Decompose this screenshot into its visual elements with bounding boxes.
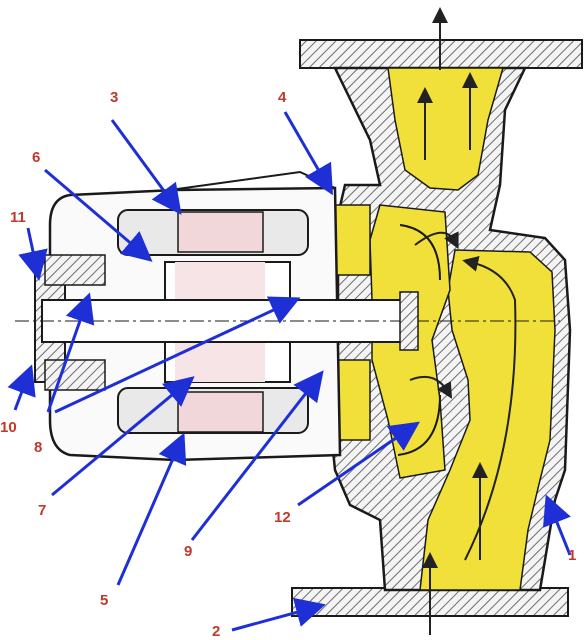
callout-2: 2 — [212, 623, 220, 640]
stator-core-bottom — [177, 391, 264, 433]
pointer-11 — [18, 227, 48, 281]
flow-arrow-volute — [462, 255, 517, 561]
callout-labels: 1 2 3 4 5 6 7 8 9 10 11 12 — [0, 89, 576, 640]
pointer-7 — [51, 376, 195, 497]
impeller-blade-upper — [399, 224, 441, 281]
pointer-4 — [283, 111, 333, 196]
callout-6: 6 — [32, 149, 40, 166]
seal-pocket-upper — [334, 204, 371, 276]
callout-9: 9 — [184, 543, 192, 560]
pointer-2 — [231, 597, 326, 632]
pointer-8b — [54, 296, 301, 414]
volute-channel — [419, 249, 556, 591]
callout-1: 1 — [568, 547, 576, 564]
callout-3: 3 — [110, 89, 118, 106]
callout-8: 8 — [34, 439, 42, 456]
pointer-9 — [190, 370, 324, 541]
callout-7: 7 — [38, 502, 46, 519]
callout-12: 12 — [274, 509, 291, 526]
callout-pointers — [7, 111, 572, 632]
impeller-hub — [399, 291, 419, 351]
pointer-8a — [46, 292, 95, 413]
discharge-channel — [387, 67, 504, 191]
callout-5: 5 — [100, 592, 108, 609]
stator-core-top — [177, 211, 264, 253]
rear-housing-upper — [44, 254, 106, 286]
callout-11: 11 — [10, 209, 26, 226]
pointer-1 — [542, 494, 572, 556]
callout-10: 10 — [0, 419, 17, 436]
rear-housing-lower — [44, 359, 106, 391]
pointer-6 — [44, 168, 153, 262]
pointer-3 — [110, 119, 182, 215]
flow-arrow-impeller-top — [414, 231, 459, 250]
pointer-12 — [297, 421, 420, 507]
callout-4: 4 — [278, 89, 287, 106]
flow-arrow-impeller-bottom — [409, 376, 453, 399]
flow-arrows — [409, 7, 517, 635]
pointer-5 — [116, 432, 187, 586]
impeller-blade-lower — [397, 394, 441, 456]
pointer-10 — [7, 364, 36, 411]
seal-pocket-lower — [334, 359, 371, 441]
